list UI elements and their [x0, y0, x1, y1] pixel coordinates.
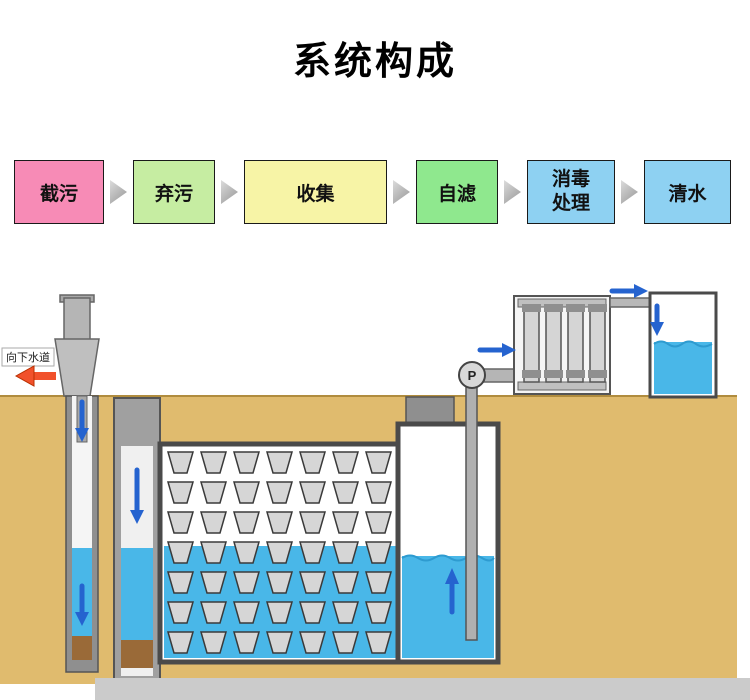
flow-step-self-filter: 自滤: [416, 160, 498, 224]
inlet-funnel: [54, 294, 100, 397]
flow-arrow-down-icon: [650, 303, 664, 336]
pump: P: [458, 361, 486, 389]
flow-step-label: 清水: [668, 183, 707, 205]
flow-step-label: 消毒处理: [551, 169, 590, 214]
flow-arrows: [75, 284, 664, 626]
collection-chamber: [395, 396, 501, 665]
flow-step-label: 收集: [296, 183, 335, 205]
flow-arrow-right-icon: [609, 284, 648, 298]
module-grid: [164, 448, 396, 658]
filter-cartridges: [522, 304, 607, 383]
drop-column: [113, 397, 161, 681]
flow-step-discard: 弃污: [133, 160, 215, 224]
overflow-arrow-icon: [14, 365, 56, 387]
flow-step-label: 截污: [39, 183, 78, 205]
flow-arrow-down-icon: [75, 399, 89, 442]
flow-arrow-right-icon: [477, 343, 516, 357]
flow-arrow-down-icon: [75, 583, 89, 626]
riser-pipe: [465, 385, 478, 641]
svg-text:向下水道: 向下水道: [6, 350, 50, 364]
storage-module-chamber: [157, 441, 403, 665]
flow-step-intercept: 截污: [14, 160, 104, 224]
clean-water-tank: [648, 291, 718, 399]
flow-arrow-up-icon: [445, 568, 459, 615]
flow-arrow-down-icon: [130, 467, 144, 524]
sewer-label: 向下水道: [1, 347, 55, 367]
filter-unit: [513, 295, 611, 395]
flow-step-label: 弃污: [154, 183, 193, 205]
flow-step-clean-water: 清水: [644, 160, 731, 224]
flow-step-label: 自滤: [437, 183, 476, 205]
flow-step-disinfect: 消毒处理: [527, 160, 615, 224]
pump-label: P: [468, 368, 477, 383]
flow-step-collect: 收集: [244, 160, 387, 224]
page-title: 系统构成: [292, 41, 457, 83]
next-section-bar: [95, 678, 750, 700]
pump-outlet-pipe: [483, 368, 517, 383]
process-flow: 截污 弃污 收集 自滤 消毒处理 清水: [14, 160, 731, 224]
